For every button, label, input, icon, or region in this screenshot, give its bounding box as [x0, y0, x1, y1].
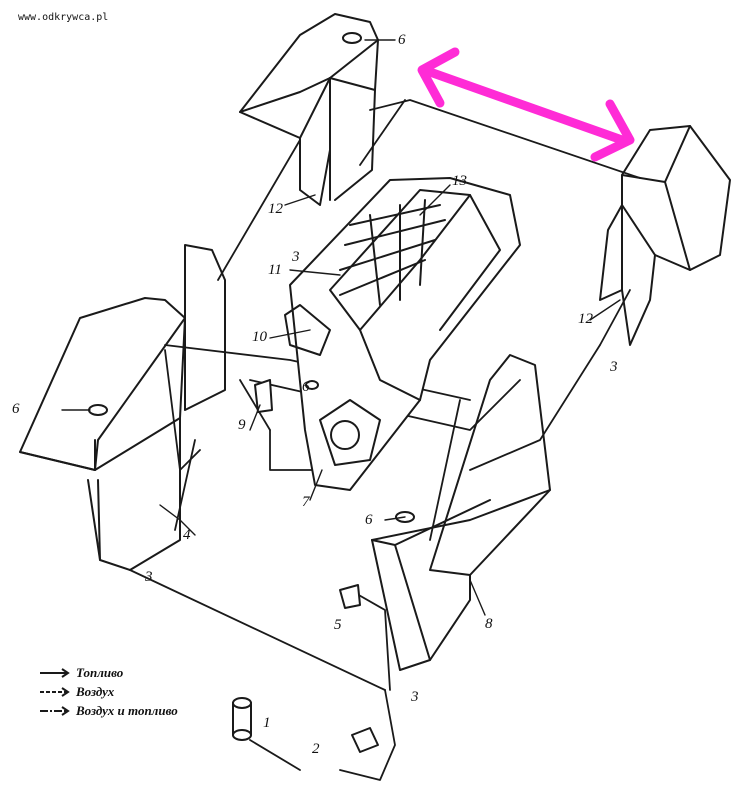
label-3-left: 3 [145, 569, 153, 585]
label-1: 1 [263, 715, 271, 731]
label-11: 11 [268, 262, 282, 278]
label-6-left: 6 [12, 401, 20, 417]
legend-text-air-fuel: Воздух и топливо [76, 703, 178, 718]
legend-item-air: Воздух [76, 684, 114, 700]
legend-text-air: Воздух [76, 684, 115, 699]
tank-left [19, 244, 226, 571]
tank-right [371, 354, 551, 671]
filler-cap-6-left [88, 404, 108, 416]
pump-2 [351, 727, 379, 753]
filler-cap-6-center [305, 380, 319, 390]
tank-top-right [599, 125, 731, 346]
label-12-right: 12 [578, 311, 593, 327]
label-7: 7 [302, 494, 310, 510]
label-6-top: 6 [398, 32, 406, 48]
highlight-double-arrow [417, 47, 635, 162]
label-6-right: 6 [365, 512, 373, 528]
engine-block [284, 177, 521, 491]
label-8: 8 [485, 616, 493, 632]
legend-symbol-air-fuel [40, 706, 70, 716]
label-4: 4 [183, 527, 191, 543]
valve-9 [254, 379, 273, 413]
filler-cap-6-top [342, 32, 362, 44]
label-10: 10 [252, 329, 267, 345]
label-3-upper: 3 [292, 249, 300, 265]
fuel-filter-1 [232, 697, 252, 741]
label-5: 5 [334, 617, 342, 633]
watermark: www.odkrywca.pl [18, 12, 109, 23]
leader-lines [61, 39, 621, 616]
legend-symbols [40, 668, 70, 716]
label-12-left: 12 [268, 201, 283, 217]
legend-symbol-air [40, 687, 70, 697]
legend-text-fuel: Топливо [76, 665, 124, 680]
label-3-bottom: 3 [411, 689, 419, 705]
filter-5 [339, 584, 361, 609]
legend-item-air-fuel: Воздух и топливо [76, 703, 178, 719]
label-9: 9 [238, 417, 246, 433]
label-3-right: 3 [610, 359, 618, 375]
label-2: 2 [312, 741, 320, 757]
legend-symbol-fuel [40, 668, 70, 678]
legend-item-fuel: Топливо [76, 665, 123, 681]
pipe-network [129, 99, 641, 781]
label-13: 13 [452, 173, 467, 189]
label-6-center: 6 [302, 379, 310, 395]
